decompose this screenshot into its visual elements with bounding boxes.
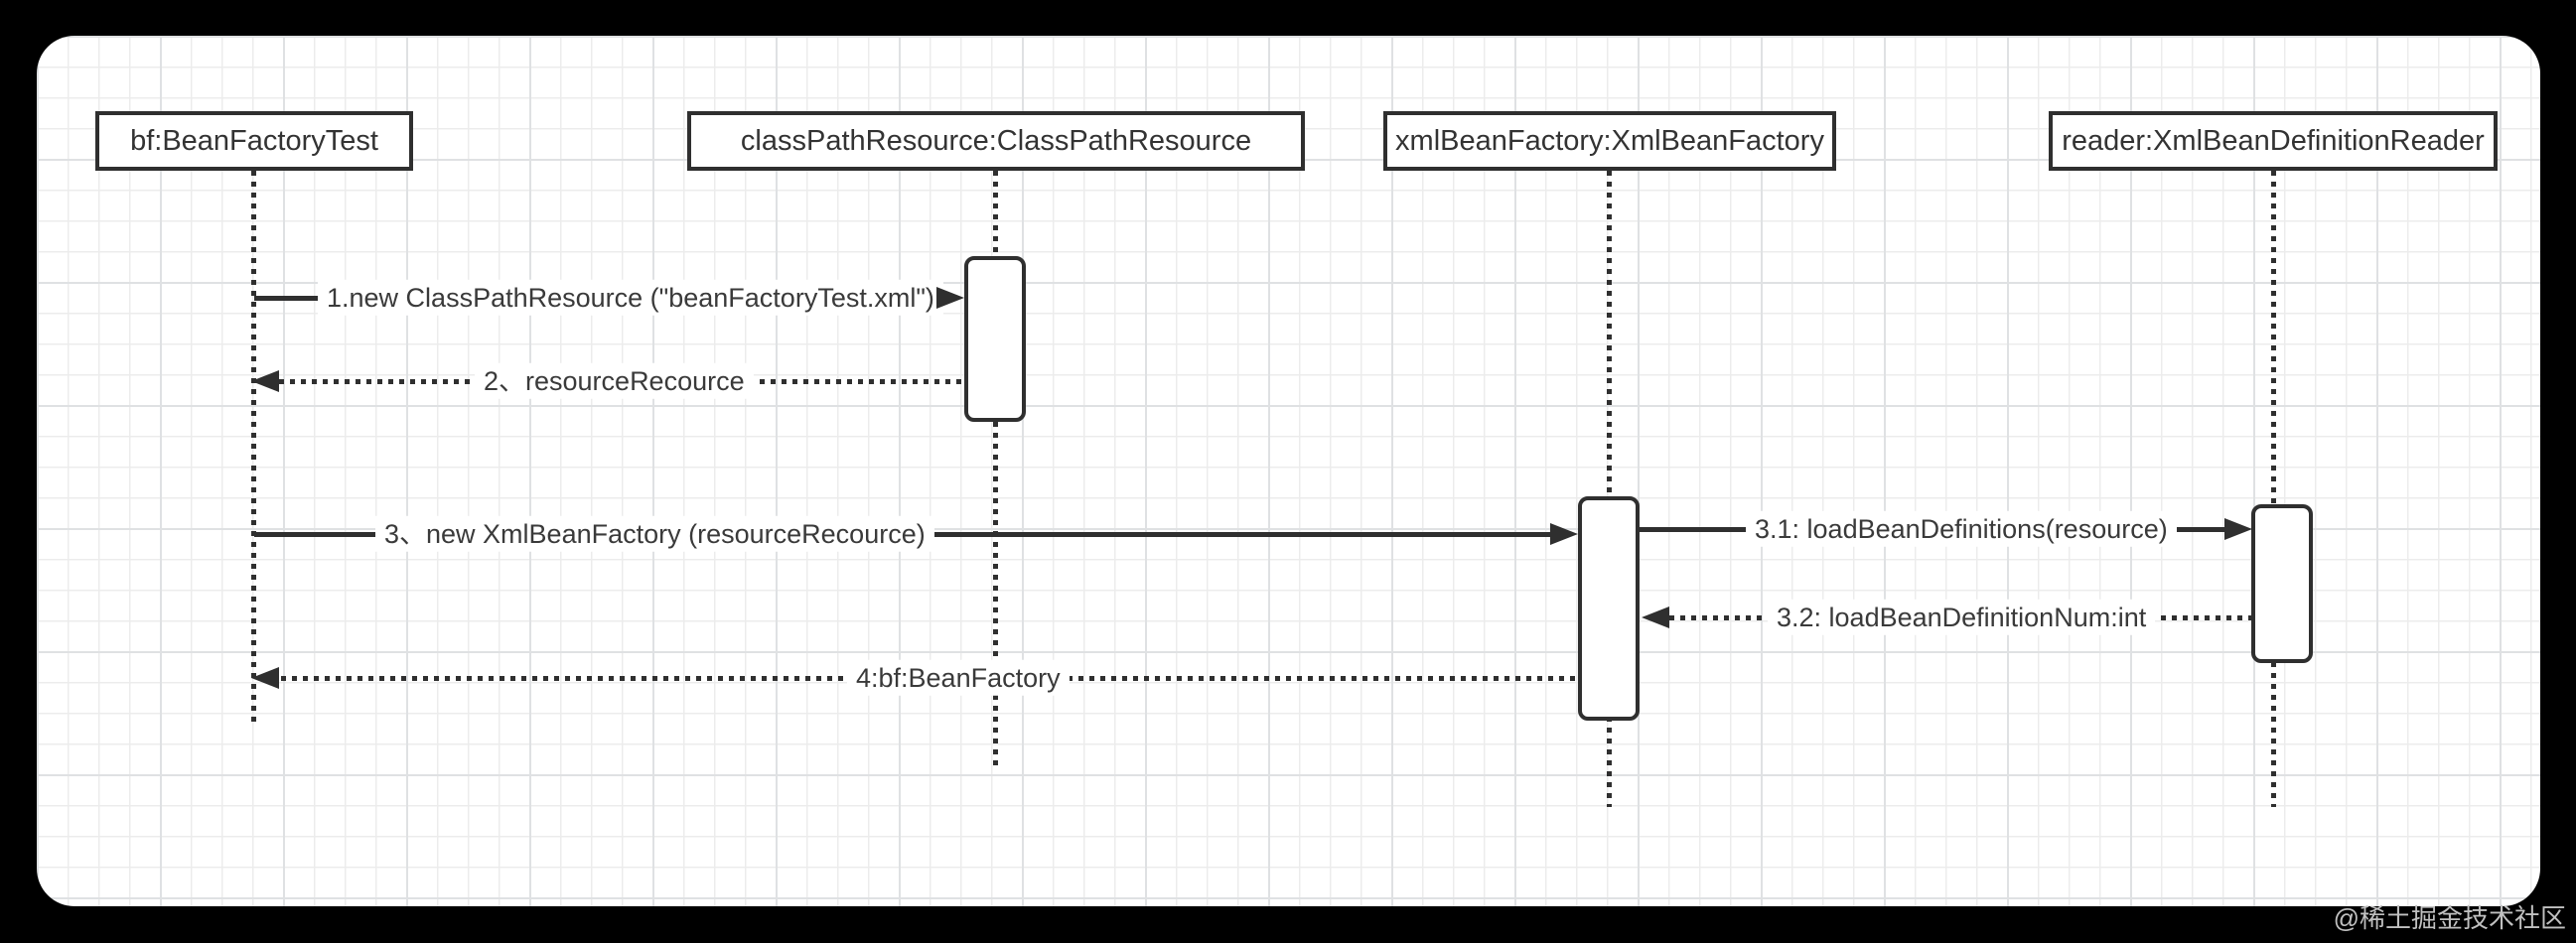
actor-box-xmlbeanfactory: xmlBeanFactory:XmlBeanFactory: [1383, 111, 1836, 171]
lifeline-reader: [2271, 171, 2276, 807]
actor-box-reader: reader:XmlBeanDefinitionReader: [2049, 111, 2498, 171]
message-4-arrow-left-icon: [251, 667, 279, 689]
actor-box-classpathresource: classPathResource:ClassPathResource: [687, 111, 1305, 171]
actor-label-bf: bf:BeanFactoryTest: [130, 124, 378, 157]
activation-xmlbeanfactory: [1578, 496, 1640, 721]
message-2-label: 2、resourceRecource: [475, 362, 754, 400]
message-3-2-arrow-left-icon: [1642, 606, 1669, 628]
message-3-arrow-right-icon: [1550, 523, 1578, 545]
actor-label-classpathresource: classPathResource:ClassPathResource: [740, 124, 1252, 157]
message-2-arrow-left-icon: [251, 370, 279, 392]
message-3-1-label: 3.1: loadBeanDefinitions(resource): [1746, 510, 2177, 548]
actor-label-reader: reader:XmlBeanDefinitionReader: [2062, 124, 2485, 157]
message-4-label: 4:bf:BeanFactory: [847, 659, 1070, 697]
lifeline-bf: [251, 171, 256, 728]
watermark-text: @稀土掘金技术社区: [2333, 903, 2566, 933]
actor-box-bf: bf:BeanFactoryTest: [95, 111, 413, 171]
activation-classpathresource: [964, 256, 1026, 422]
message-1-arrow-right-icon: [936, 287, 964, 309]
activation-reader: [2251, 504, 2313, 663]
message-3-1-arrow-right-icon: [2224, 518, 2252, 540]
diagram-canvas: bf:BeanFactoryTest classPathResource:Cla…: [37, 36, 2540, 906]
lifeline-classpathresource: [993, 171, 998, 769]
message-1-label: 1.new ClassPathResource ("beanFactoryTes…: [318, 279, 943, 317]
message-3-label: 3、new XmlBeanFactory (resourceRecource): [375, 515, 934, 553]
actor-label-xmlbeanfactory: xmlBeanFactory:XmlBeanFactory: [1395, 124, 1824, 157]
message-3-2-label: 3.2: loadBeanDefinitionNum:int: [1768, 599, 2156, 636]
lifeline-xmlbeanfactory: [1607, 171, 1612, 807]
